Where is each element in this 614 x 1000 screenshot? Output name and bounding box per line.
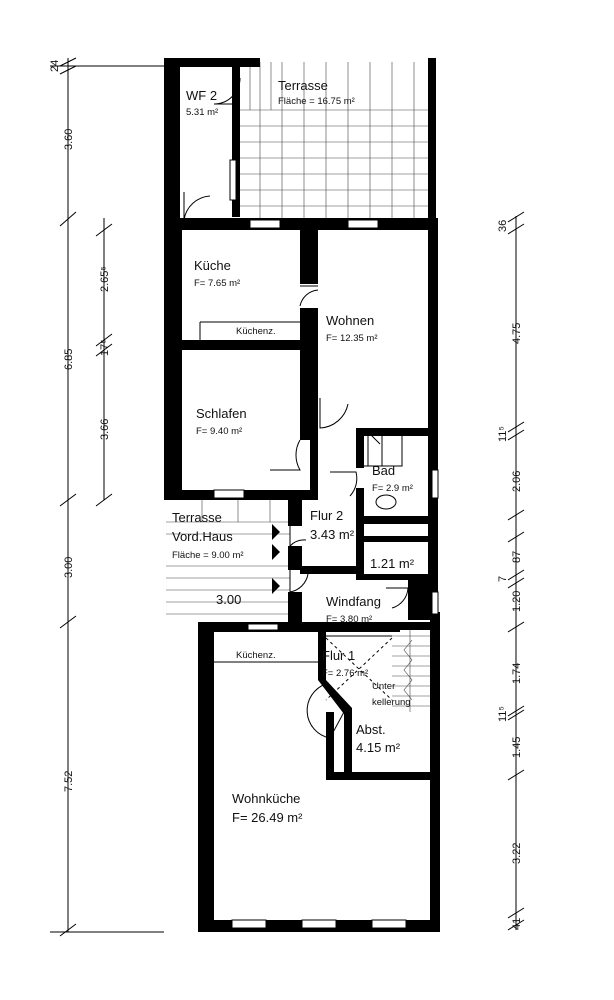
dim-right-7: 1.20 bbox=[511, 591, 523, 612]
dim-right-12: 41 bbox=[511, 918, 523, 930]
room-schlafen-name: Schlafen bbox=[196, 406, 247, 421]
room-terrasse-name: Terrasse bbox=[278, 78, 328, 93]
dim-left-inner-2: 17⁵ bbox=[99, 339, 111, 356]
room-unterkellerung-line1: Unter bbox=[372, 681, 395, 692]
room-wohnen-name: Wohnen bbox=[326, 313, 374, 328]
dim-left-outer-3: 6.85 bbox=[63, 349, 75, 370]
room-windfang-name: Windfang bbox=[326, 594, 381, 609]
dim-right-3: 11⁵ bbox=[497, 426, 509, 442]
left-dimension-lines bbox=[50, 57, 164, 937]
dim-left-inner-1: 2.65⁵ bbox=[99, 266, 111, 292]
step-arrows bbox=[272, 524, 280, 594]
room-wohnkueche-nook: Küchenz. bbox=[236, 650, 276, 661]
room-bad-area: F= 2.9 m² bbox=[372, 483, 413, 494]
room-wf2-name: WF 2 bbox=[186, 88, 217, 103]
right-dimension-lines bbox=[507, 211, 525, 931]
room-labels: WF 2 5.31 m² Terrasse Fläche = 16.75 m² … bbox=[172, 78, 415, 825]
windows bbox=[213, 159, 439, 929]
dim-left-outer-4: 3.00 bbox=[63, 557, 75, 578]
dim-left-outer-1: 24 bbox=[49, 60, 61, 72]
room-terrasse-area: Fläche = 16.75 m² bbox=[278, 96, 355, 107]
room-flur1-name: Flur 1 bbox=[322, 648, 355, 663]
room-unterkellerung-line2: kellerung bbox=[372, 697, 411, 708]
dim-right-11: 3.22 bbox=[511, 843, 523, 864]
room-abst-name: Abst. bbox=[356, 722, 386, 737]
room-kueche-nook: Küchenz. bbox=[236, 326, 276, 337]
left-dimension-labels: 24 3.60 6.85 3.00 7.52 2.65⁵ 17⁵ 3.66 bbox=[49, 60, 111, 792]
room-terrasse-vord-name2: Vord.Haus bbox=[172, 529, 233, 544]
dim-left-inner-3: 3.66 bbox=[99, 419, 111, 440]
right-dimension-labels: 36 4.75 11⁵ 2.06 87 7 1.20 1.74 11⁵ 1.45… bbox=[497, 220, 523, 930]
dim-right-6: 7 bbox=[497, 576, 509, 582]
front-terrace-grid bbox=[166, 500, 290, 615]
room-terrasse-vord-area: Fläche = 9.00 m² bbox=[172, 550, 244, 561]
room-flur1-area: F= 2.76 m² bbox=[322, 668, 368, 679]
dim-right-8: 1.74 bbox=[511, 663, 523, 684]
room-terrasse-vord-width: 3.00 bbox=[216, 592, 241, 607]
room-flur2-name: Flur 2 bbox=[310, 508, 343, 523]
terrace-grid bbox=[238, 62, 430, 220]
dim-right-1: 36 bbox=[497, 220, 509, 232]
room-windfang-area: F= 3.80 m² bbox=[326, 614, 372, 625]
room-kueche-name: Küche bbox=[194, 258, 231, 273]
room-wohnkueche-area: F= 26.49 m² bbox=[232, 810, 303, 825]
dim-right-9: 11⁵ bbox=[497, 706, 509, 722]
dim-right-10: 1.45 bbox=[511, 737, 523, 758]
dim-right-4: 2.06 bbox=[511, 471, 523, 492]
dim-left-outer-5: 7.52 bbox=[63, 771, 75, 792]
room-flur2-area: 3.43 m² bbox=[310, 527, 355, 542]
room-wohnen-area: F= 12.35 m² bbox=[326, 333, 377, 344]
dim-right-2: 4.75 bbox=[511, 323, 523, 344]
room-wohnkueche-name: Wohnküche bbox=[232, 791, 300, 806]
dim-left-outer-2: 3.60 bbox=[63, 129, 75, 150]
staircase bbox=[392, 630, 430, 712]
room-abst-area: 4.15 m² bbox=[356, 740, 401, 755]
room-schlafen-area: F= 9.40 m² bbox=[196, 426, 242, 437]
doors bbox=[183, 77, 409, 739]
dim-right-5: 87 bbox=[511, 551, 523, 563]
room-terrasse-vord-name: Terrasse bbox=[172, 510, 222, 525]
room-kueche-area: F= 7.65 m² bbox=[194, 278, 240, 289]
room-small-area: 1.21 m² bbox=[370, 556, 415, 571]
room-bad-name: Bad bbox=[372, 463, 395, 478]
room-wf2-area: 5.31 m² bbox=[186, 107, 218, 118]
